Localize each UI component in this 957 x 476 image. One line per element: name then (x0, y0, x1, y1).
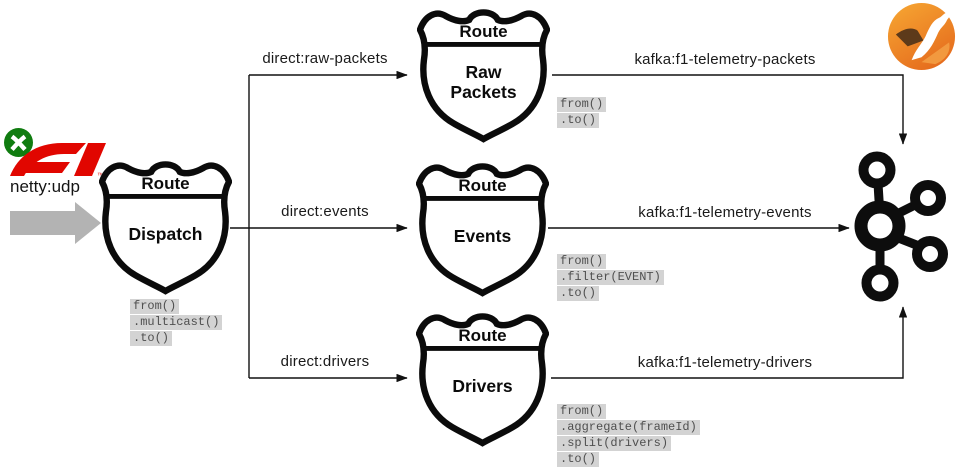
route-badge-title: Route (459, 21, 508, 41)
edge-label-kafka-events: kafka:f1-telemetry-events (638, 204, 812, 221)
code-line: .aggregate(frameId) (557, 420, 700, 435)
code-line: .to() (130, 331, 173, 346)
xbox-logo (4, 128, 33, 157)
route-node-dispatch: Route Dispatch (99, 160, 232, 295)
edge-kafka-packets (552, 74, 908, 145)
code-snippet-raw-packets: from() .to() (557, 97, 607, 128)
route-badge-title: Route (141, 173, 190, 193)
route-node-events: Route Events (416, 162, 549, 297)
code-line: .filter(EVENT) (557, 270, 664, 285)
route-badge-title: Route (458, 325, 507, 345)
code-line: .to() (557, 286, 600, 301)
route-name-dispatch: Dispatch (128, 224, 203, 245)
edge-label-direct-drivers: direct:drivers (280, 353, 370, 370)
edge-label-kafka-packets: kafka:f1-telemetry-packets (634, 51, 816, 68)
code-line: .to() (557, 113, 600, 128)
code-line: .split(drivers) (557, 436, 672, 451)
edge-kafka-drivers (551, 306, 908, 379)
code-line: from() (130, 299, 180, 314)
code-line: from() (557, 254, 607, 269)
route-node-drivers: Route Drivers (416, 312, 549, 447)
f1-logo: ™ (10, 143, 106, 179)
svg-text:™: ™ (97, 173, 104, 179)
source-input-arrow (10, 202, 101, 244)
edge-label-direct-events: direct:events (281, 203, 369, 220)
route-name-drivers: Drivers (452, 376, 513, 397)
edge-label-kafka-drivers: kafka:f1-telemetry-drivers (637, 354, 813, 371)
code-snippet-dispatch: from() .multicast() .to() (130, 299, 223, 346)
code-snippet-events: from() .filter(EVENT) .to() (557, 254, 664, 301)
code-line: .multicast() (130, 315, 223, 330)
code-line: from() (557, 404, 607, 419)
route-node-raw-packets: Route Raw Packets (417, 8, 550, 143)
route-name-events: Events (453, 226, 512, 247)
apache-camel-logo (887, 2, 956, 71)
code-snippet-drivers: from() .aggregate(frameId) .split(driver… (557, 404, 700, 467)
edge-label-direct-raw-packets: direct:raw-packets (262, 50, 388, 67)
kafka-logo (854, 151, 948, 302)
source-endpoint-label: netty:udp (10, 177, 80, 196)
code-line: .to() (557, 452, 600, 467)
code-line: from() (557, 97, 607, 112)
route-name-raw-packets: Raw Packets (450, 62, 517, 103)
route-badge-title: Route (458, 175, 507, 195)
